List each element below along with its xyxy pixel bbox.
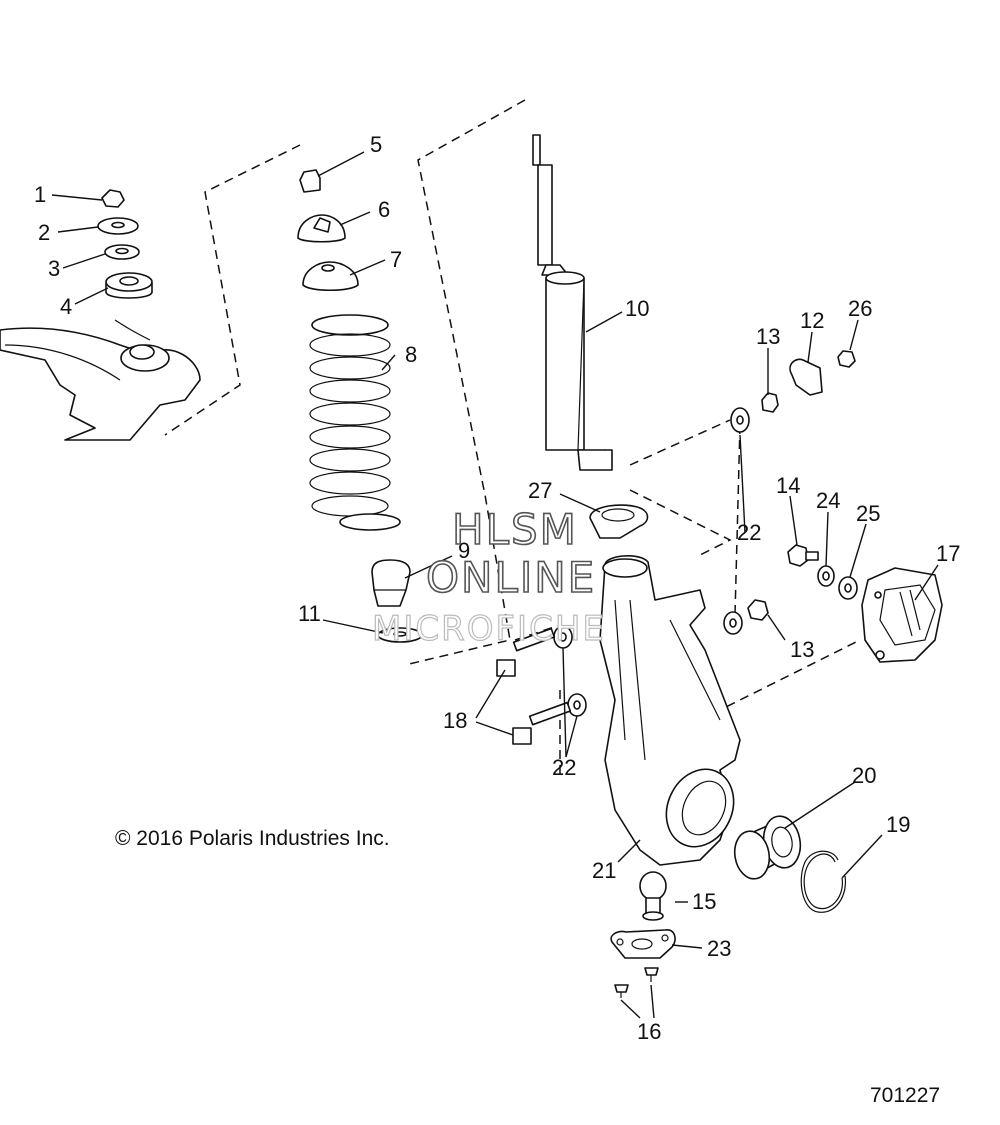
part-3-washer xyxy=(104,244,140,260)
callout-7: 7 xyxy=(390,247,402,272)
part-1-nut xyxy=(101,189,125,208)
part-19-snap-ring xyxy=(800,850,847,913)
leader-lines xyxy=(51,151,939,1019)
callout-21: 21 xyxy=(592,858,616,883)
callout-16: 16 xyxy=(637,1019,661,1044)
watermark-line3: MICROFICHE xyxy=(372,609,606,649)
part-22-washer-b xyxy=(567,693,587,717)
part-27-spring-seat xyxy=(589,504,649,539)
callout-27: 27 xyxy=(528,478,552,503)
part-22-washer-mid xyxy=(723,611,743,635)
callout-20: 20 xyxy=(852,763,876,788)
copyright-notice: © 2016 Polaris Industries Inc. xyxy=(115,827,390,850)
callout-13-upper: 13 xyxy=(756,324,780,349)
diagram-number: 701227 xyxy=(870,1084,940,1107)
callout-12: 12 xyxy=(800,308,824,333)
callout-19: 19 xyxy=(886,812,910,837)
callout-4: 4 xyxy=(60,294,72,319)
callout-14: 14 xyxy=(776,473,800,498)
callout-22-lower: 22 xyxy=(552,755,576,780)
part-21-steering-knuckle xyxy=(599,555,741,866)
part-4-bushing xyxy=(105,272,153,299)
callout-2: 2 xyxy=(38,220,50,245)
part-20-wheel-bearing xyxy=(733,815,802,880)
part-11-washer xyxy=(377,627,423,643)
part-2-washer xyxy=(97,217,139,235)
callout-18: 18 xyxy=(443,708,467,733)
part-13-nut-upper xyxy=(761,392,779,413)
callout-26: 26 xyxy=(848,296,872,321)
part-24-washer xyxy=(817,565,835,587)
part-26-nut xyxy=(837,350,856,368)
part-12-clip xyxy=(789,358,823,396)
callout-1: 1 xyxy=(34,182,46,207)
part-25-washer xyxy=(838,576,858,600)
callout-8: 8 xyxy=(405,342,417,367)
callout-9: 9 xyxy=(458,538,470,563)
callout-10: 10 xyxy=(625,296,649,321)
callout-15: 15 xyxy=(692,889,716,914)
callout-23: 23 xyxy=(707,936,731,961)
callout-24: 24 xyxy=(816,488,840,513)
part-18-bolt-lower xyxy=(512,701,572,745)
part-22-washer-upper xyxy=(730,407,750,433)
callout-labels: 1 2 3 4 5 6 7 8 9 10 11 12 13 13 14 15 1… xyxy=(34,132,960,1044)
callout-17: 17 xyxy=(936,541,960,566)
part-13-nut-lower xyxy=(747,599,769,621)
callout-6: 6 xyxy=(378,197,390,222)
watermark-line2: ONLINE xyxy=(426,553,596,602)
part-15-ball-joint xyxy=(639,871,667,921)
part-16-screws xyxy=(614,967,659,998)
part-7-spring-seat xyxy=(302,261,359,292)
frame-upper-mount xyxy=(0,319,201,441)
part-23-flange-plate xyxy=(610,929,676,959)
callout-11: 11 xyxy=(298,601,321,626)
part-6-spring-cap xyxy=(297,214,346,243)
callout-13-lower: 13 xyxy=(790,637,814,662)
callout-3: 3 xyxy=(48,256,60,281)
callout-25: 25 xyxy=(856,501,880,526)
watermark: HLSM ONLINE MICROFICHE xyxy=(371,504,606,649)
part-14-bolt xyxy=(787,544,819,567)
callout-22-upper: 22 xyxy=(737,520,761,545)
part-9-bump-stop xyxy=(371,559,411,607)
callout-5: 5 xyxy=(370,132,382,157)
assembly-guide-lines xyxy=(164,99,861,780)
watermark-line1: HLSM xyxy=(452,505,578,554)
part-18-bolt-upper xyxy=(496,627,556,677)
part-8-coil-spring xyxy=(309,314,401,531)
part-17-brake-caliper xyxy=(861,567,943,663)
part-5-nut xyxy=(299,169,321,193)
part-10-shock-absorber xyxy=(532,134,613,471)
